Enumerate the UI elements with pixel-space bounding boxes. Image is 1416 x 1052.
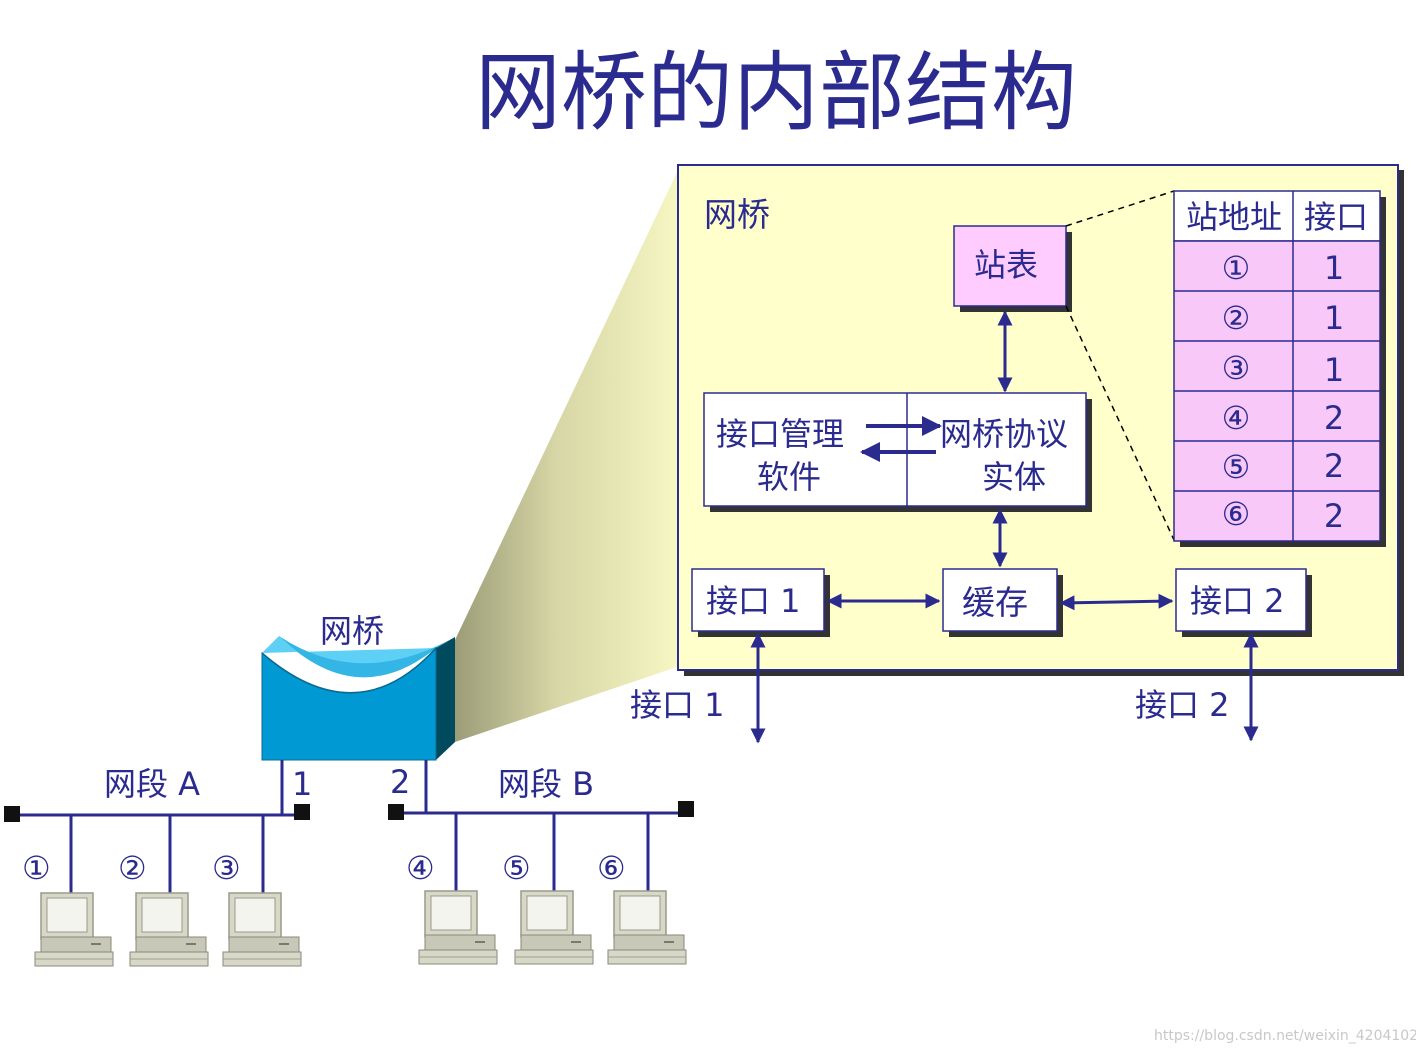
computer-3-icon [222, 892, 302, 967]
station-6-label: ⑥ [597, 849, 626, 887]
bridge-device-label: 网桥 [320, 612, 384, 650]
page-title: 网桥的内部结构 [475, 43, 1077, 143]
station-3-label: ③ [212, 849, 241, 887]
segment-b-label: 网段 B [498, 765, 594, 803]
interface-1-label: 接口 1 [706, 582, 801, 620]
external-port-1-label: 接口 1 [630, 686, 725, 724]
table-cell-address: ④ [1222, 399, 1251, 437]
computer-5-icon [514, 890, 594, 965]
station-table-box [953, 225, 1067, 307]
table-cell-port: 2 [1324, 399, 1344, 437]
computer-6-icon [607, 890, 687, 965]
table-cell-address: ⑥ [1222, 495, 1251, 533]
station-table: 站地址 接口 ① 1 ② 1 ③ 1 ④ 2 ⑤ 2 ⑥ 2 [1173, 190, 1386, 547]
computer-1-icon [34, 892, 114, 967]
buffer-interface2-arrow [1059, 593, 1174, 611]
computer-2-icon [129, 892, 209, 967]
station-4-label: ④ [406, 849, 435, 887]
table-header-port: 接口 [1304, 198, 1368, 236]
zoom-beam [455, 166, 680, 742]
software-box [703, 392, 1087, 507]
table-cell-port: 1 [1324, 299, 1344, 337]
table-cell-port: 2 [1324, 497, 1344, 535]
table-header-bg [1173, 190, 1381, 242]
table-header-address: 站地址 [1186, 198, 1282, 236]
segment-a-terminator-left [4, 806, 20, 822]
protocol-line1: 网桥协议 [940, 415, 1068, 453]
panel-title: 网桥 [704, 195, 770, 234]
segment-b-terminator-left [388, 804, 404, 820]
table-zoom-line-bottom [1065, 305, 1175, 541]
table-cell-address: ② [1222, 299, 1251, 337]
table-cell-address: ③ [1222, 349, 1251, 387]
table-cell-port: 2 [1324, 447, 1344, 485]
table-cell-address: ⑤ [1222, 448, 1251, 486]
interface-2-label: 接口 2 [1190, 582, 1285, 620]
bridge-device [261, 636, 455, 761]
port-mgmt-line1: 接口管理 [716, 415, 844, 453]
table-cell-port: 1 [1324, 249, 1344, 287]
station-table-label: 站表 [974, 246, 1038, 284]
buffer-label: 缓存 [962, 583, 1028, 622]
station-1-label: ① [22, 849, 51, 887]
table-cell-port: 1 [1324, 351, 1344, 389]
interface-2-box [1175, 568, 1307, 632]
table-cell-address: ① [1222, 249, 1251, 287]
segment-a-terminator-right [294, 804, 310, 820]
protocol-line2: 实体 [982, 458, 1046, 496]
bridge-port-2-label: 2 [390, 763, 410, 801]
buffer-box [942, 568, 1058, 632]
station-2-label: ② [118, 849, 147, 887]
interface-1-box [691, 568, 825, 632]
bridge-port-1-label: 1 [292, 765, 312, 803]
external-port-2-label: 接口 2 [1135, 686, 1230, 724]
port-mgmt-line2: 软件 [757, 458, 821, 496]
watermark: https://blog.csdn.net/weixin_42041027 [1154, 1028, 1416, 1044]
station-5-label: ⑤ [502, 849, 531, 887]
segment-b-terminator-right [678, 801, 694, 817]
segment-a-label: 网段 A [104, 765, 200, 803]
computer-4-icon [418, 890, 498, 965]
table-zoom-line-top [1065, 190, 1175, 227]
